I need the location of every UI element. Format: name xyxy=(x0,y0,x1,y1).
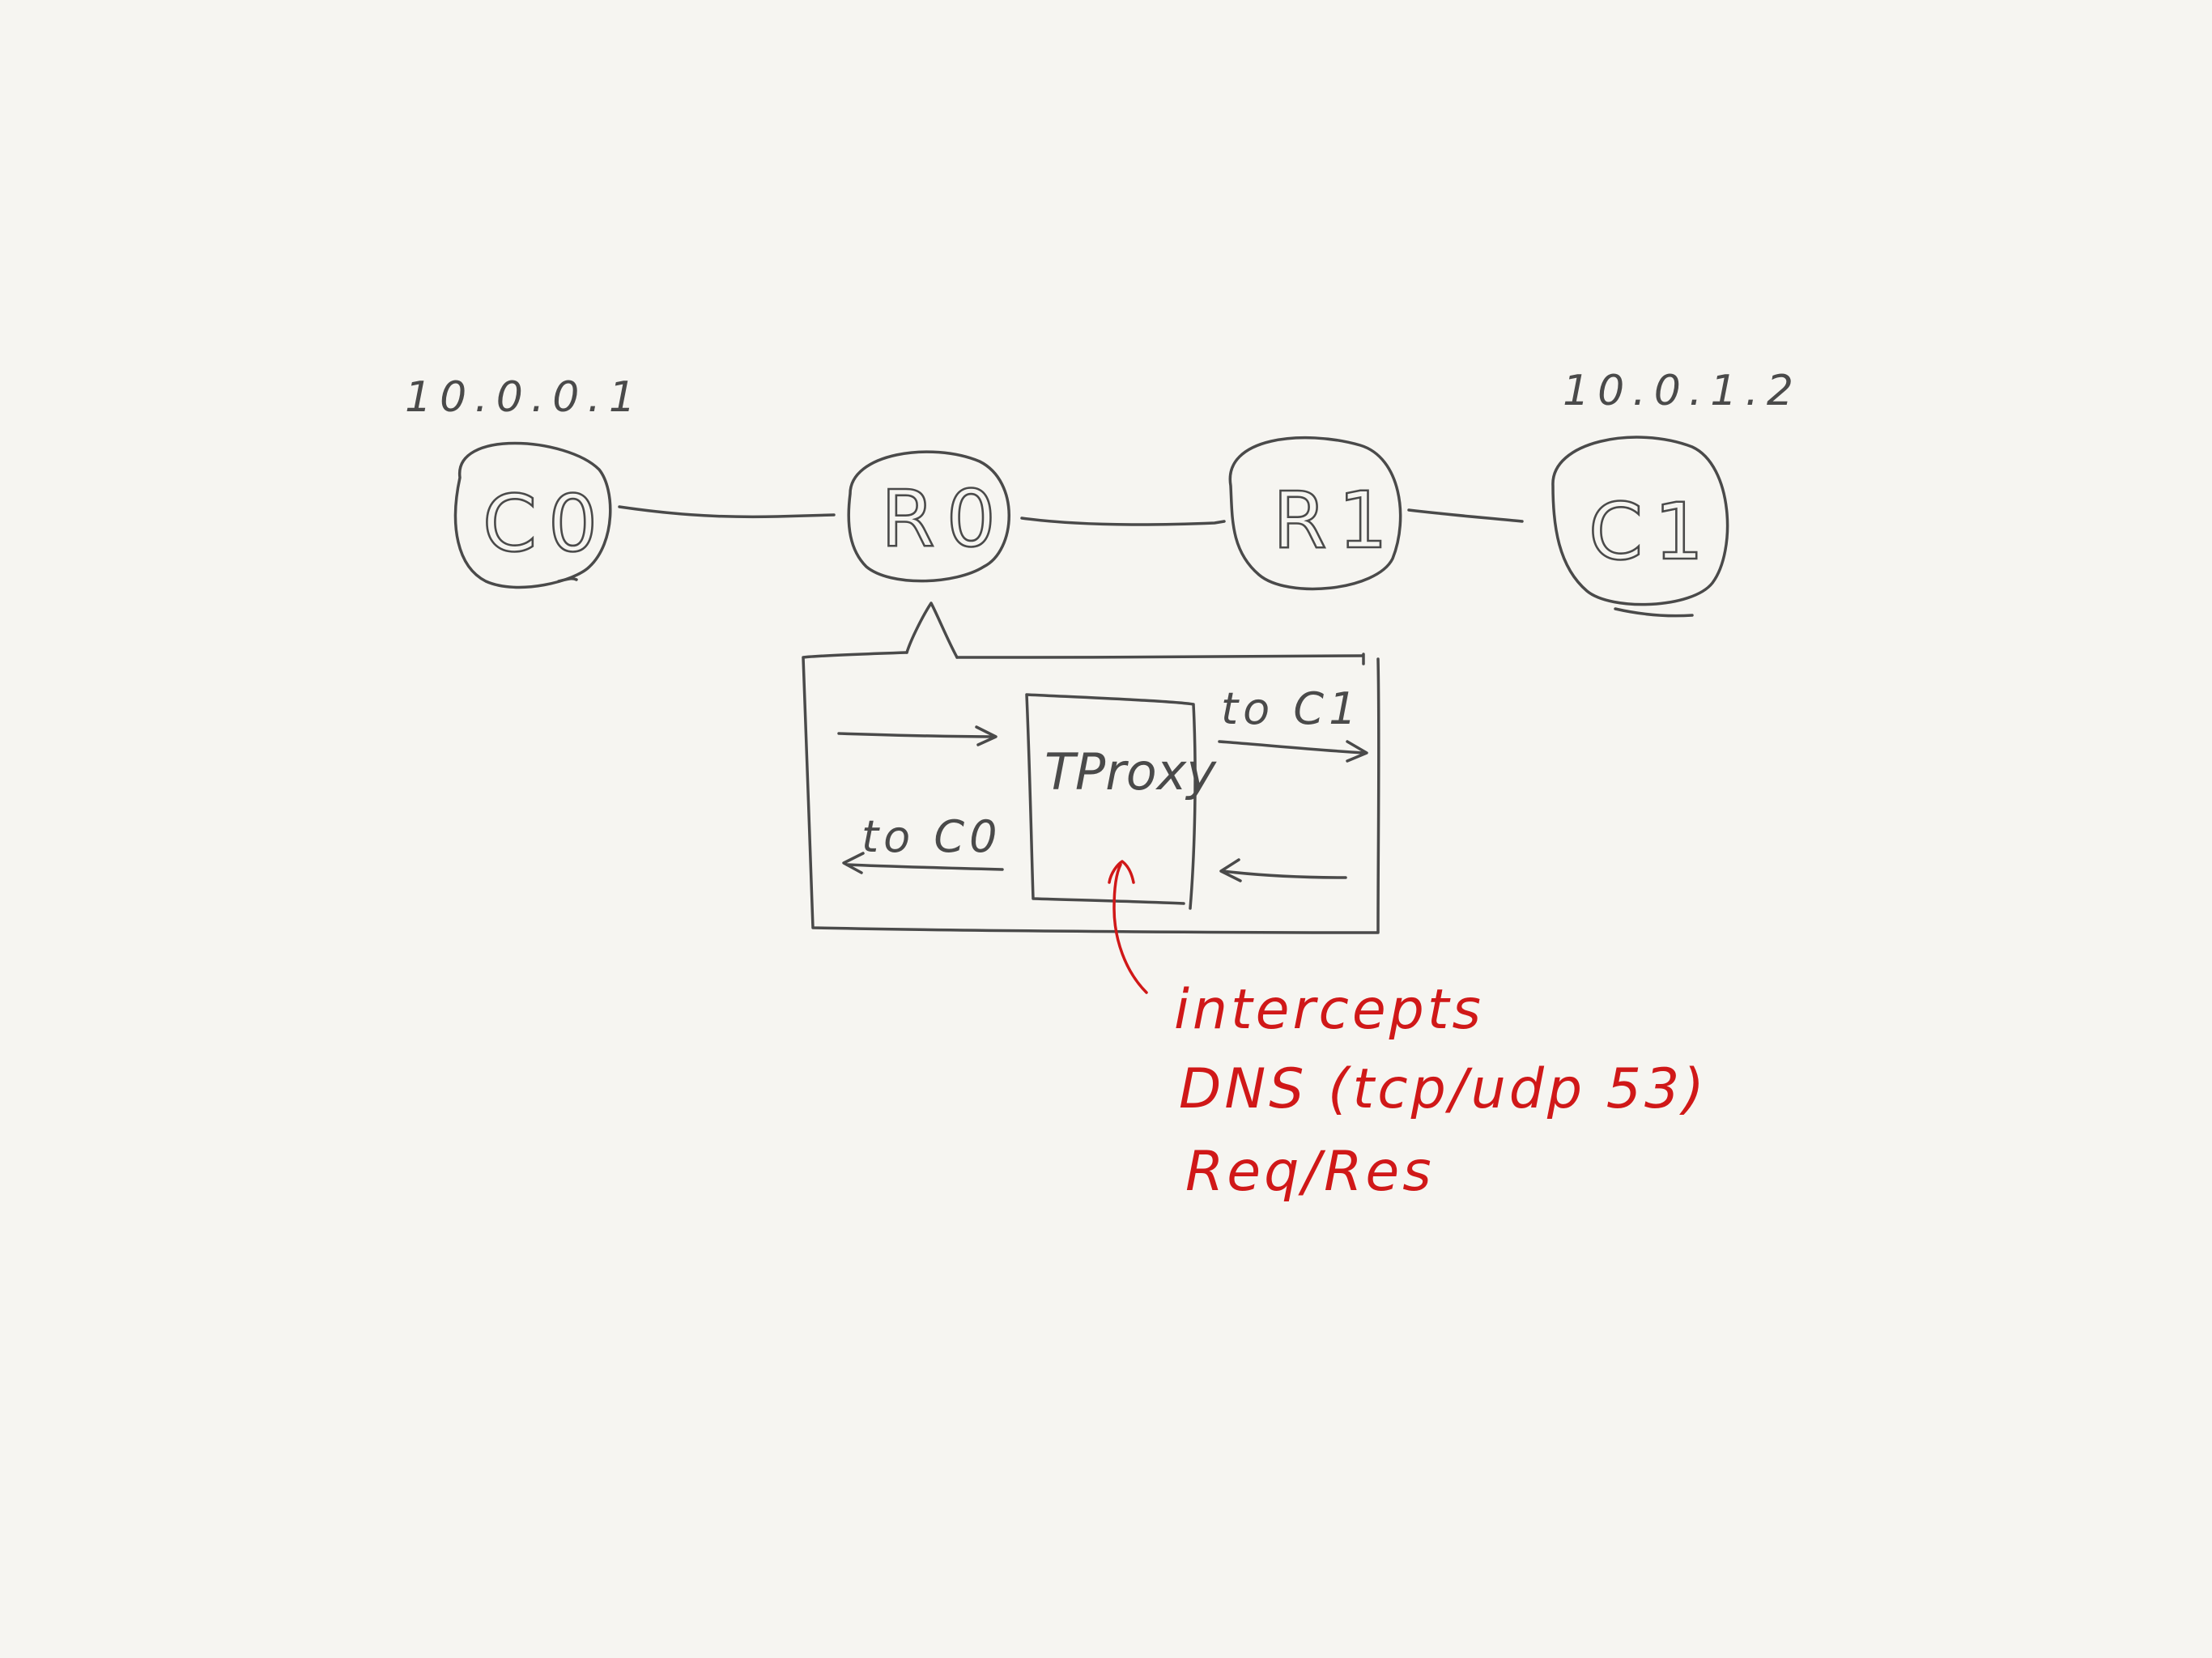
node-c1: C1 xyxy=(1551,436,1729,618)
annotation-arrow xyxy=(1108,860,1148,994)
node-c0: C0 xyxy=(453,441,612,589)
node-r1: R1 xyxy=(1228,436,1402,591)
note-line-1: intercepts xyxy=(1174,978,1484,1042)
link-r1-c1 xyxy=(1407,508,1524,523)
arrow-in-right xyxy=(1219,858,1347,882)
label-to-c1: to C1 xyxy=(1221,683,1361,734)
detail-box xyxy=(802,651,1380,934)
arrow-to-c1 xyxy=(1218,740,1368,763)
node-c0-label: C0 xyxy=(483,478,609,569)
callout-pointer xyxy=(905,602,959,659)
note-line-3: Req/Res xyxy=(1185,1140,1435,1204)
link-r0-r1 xyxy=(1020,517,1226,526)
note-line-2: DNS (tcp/udp 53) xyxy=(1179,1057,1708,1121)
tproxy-label: TProxy xyxy=(1044,742,1217,801)
node-r1-label: R1 xyxy=(1273,475,1399,566)
node-c1-circle xyxy=(1551,436,1729,606)
label-to-c0: to C0 xyxy=(861,811,1002,862)
ip-label-c0: 10.0.0.1 xyxy=(405,373,644,422)
ip-label-c1: 10.0.1.2 xyxy=(1563,367,1802,415)
node-r0-label: R0 xyxy=(881,474,1007,564)
arrow-in-left xyxy=(837,725,998,746)
node-c0-circle xyxy=(453,441,612,589)
node-r0: R0 xyxy=(847,450,1010,583)
tproxy-box xyxy=(1025,693,1197,910)
node-r1-circle xyxy=(1228,436,1402,591)
node-c1-label: C1 xyxy=(1589,487,1715,577)
arrow-to-c0 xyxy=(842,852,1004,874)
link-c0-r0 xyxy=(618,505,836,519)
node-r0-circle xyxy=(847,450,1010,583)
